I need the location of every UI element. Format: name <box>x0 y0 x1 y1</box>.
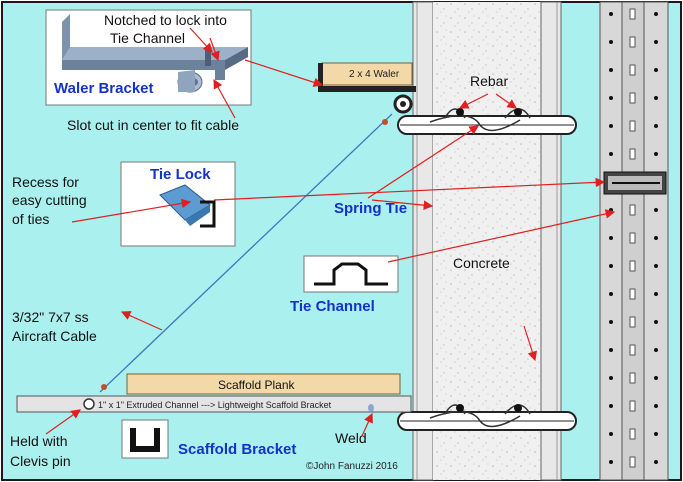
cable-label-1: 3/32" 7x7 ss <box>12 309 89 325</box>
form-slot <box>629 260 636 272</box>
form-slot <box>629 372 636 384</box>
form-dot <box>654 320 658 324</box>
waler-2x4: 2 x 4 Waler <box>318 62 416 114</box>
form-slot <box>629 428 636 440</box>
form-dot <box>609 68 613 72</box>
waler-bracket-title: Waler Bracket <box>54 80 154 97</box>
tie-channel-label: Tie Channel <box>290 298 375 315</box>
scaffold-plank: Scaffold Plank <box>126 373 401 395</box>
form-dot <box>654 96 658 100</box>
slot-cut-label: Slot cut in center to fit cable <box>67 117 239 133</box>
scaffold-plank-label: Scaffold Plank <box>218 378 295 392</box>
form-dot <box>654 152 658 156</box>
extruded-channel: 1" x 1" Extruded Channel ---> Lightweigh… <box>16 395 412 413</box>
form-slot <box>629 232 636 244</box>
recess-label-3: of ties <box>12 211 49 227</box>
form-dot <box>654 124 658 128</box>
held-label-1: Held with <box>10 433 68 449</box>
channel-label: 1" x 1" Extruded Channel ---> Lightweigh… <box>98 400 332 410</box>
form-dot <box>654 432 658 436</box>
waler-label: 2 x 4 Waler <box>349 69 400 80</box>
form-dot <box>609 208 613 212</box>
cable-label-2: Aircraft Cable <box>12 328 97 344</box>
form-dot <box>654 236 658 240</box>
copyright-label: ©John Fanuzzi 2016 <box>306 461 398 472</box>
form-dot <box>609 432 613 436</box>
form-dot <box>609 348 613 352</box>
form-dot <box>609 320 613 324</box>
recess-label-2: easy cutting <box>12 192 87 208</box>
weld-label: Weld <box>335 430 367 446</box>
form-slot <box>629 64 636 76</box>
rebar-label: Rebar <box>470 73 508 89</box>
form-slot <box>629 148 636 160</box>
form-dot <box>654 348 658 352</box>
form-dot <box>609 12 613 16</box>
form-slot <box>629 8 636 20</box>
form-dot <box>609 96 613 100</box>
form-slot <box>629 316 636 328</box>
form-slot <box>629 204 636 216</box>
form-slot <box>629 456 636 468</box>
form-slot <box>629 36 636 48</box>
form-slot <box>629 344 636 356</box>
leader-arrows <box>45 27 616 437</box>
form-dot <box>609 460 613 464</box>
tie-channel-inset <box>303 255 399 293</box>
concrete-label: Concrete <box>453 255 510 271</box>
form-dot <box>654 376 658 380</box>
spring-tie-label: Spring Tie <box>334 200 407 217</box>
aircraft-cable <box>99 113 393 393</box>
tie-lock-title: Tie Lock <box>150 166 211 183</box>
form-dot <box>609 404 613 408</box>
form-slot <box>629 400 636 412</box>
form-dot <box>609 292 613 296</box>
recess-label-1: Recess for <box>12 174 79 190</box>
form-dot <box>609 236 613 240</box>
form-dot <box>654 292 658 296</box>
form-slot <box>629 92 636 104</box>
form-dot <box>609 40 613 44</box>
form-slot <box>629 120 636 132</box>
form-dot <box>654 68 658 72</box>
notched-label: Notched to lock into <box>104 12 227 28</box>
waler-bracket-inset: Notched to lock into Tie Channel Waler B… <box>45 9 252 106</box>
right-form-panel <box>599 1 669 481</box>
form-dot <box>609 264 613 268</box>
form-dot <box>654 460 658 464</box>
form-slot <box>629 288 636 300</box>
form-dot <box>609 152 613 156</box>
held-label-2: Clevis pin <box>10 453 71 469</box>
form-dot <box>654 40 658 44</box>
upper-spring-tie <box>397 108 577 135</box>
form-dot <box>654 12 658 16</box>
scaffold-bracket-icon <box>121 419 169 459</box>
notched-label-2: Tie Channel <box>110 30 185 46</box>
form-dot <box>609 124 613 128</box>
form-dot <box>654 404 658 408</box>
scaffold-bracket-label: Scaffold Bracket <box>178 441 296 458</box>
form-dot <box>654 208 658 212</box>
form-dot <box>654 264 658 268</box>
form-dot <box>609 376 613 380</box>
lower-spring-tie <box>397 404 577 431</box>
